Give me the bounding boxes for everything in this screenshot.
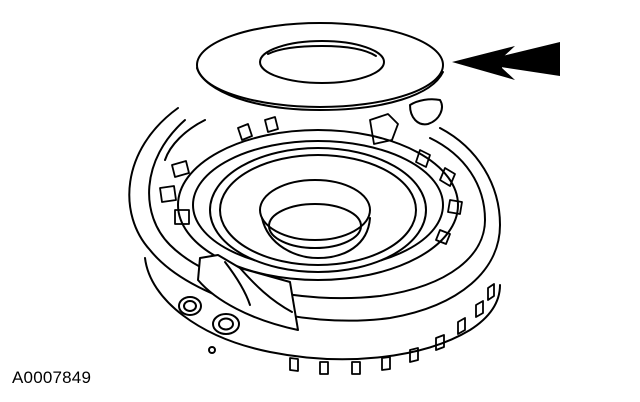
housing-inner-rim (148, 119, 486, 300)
side-ports (178, 296, 240, 354)
washer-hole (259, 40, 385, 84)
cutaway-curve (239, 267, 293, 313)
cutaway-detail (224, 261, 251, 306)
washer-hole-depth (267, 45, 377, 57)
housing-bottom-edge (144, 257, 501, 361)
race-outer (209, 147, 427, 273)
race-step (219, 154, 417, 266)
washer-outer (196, 22, 444, 108)
housing (128, 107, 501, 375)
bore-top (259, 179, 371, 241)
inner-ledge (177, 129, 459, 281)
double-arrow-left-icon (452, 42, 560, 80)
figure-id-label: A0007849 (12, 368, 92, 387)
thrust-washer (196, 22, 444, 126)
bore-inner (268, 203, 362, 249)
bottom-lugs (289, 283, 495, 375)
bore-depth (261, 217, 371, 259)
housing-rim-step (164, 119, 206, 161)
washer-tab (409, 98, 443, 126)
cutaway-block (197, 254, 299, 331)
ledge-splines (159, 113, 463, 245)
washer-thickness (196, 67, 444, 111)
